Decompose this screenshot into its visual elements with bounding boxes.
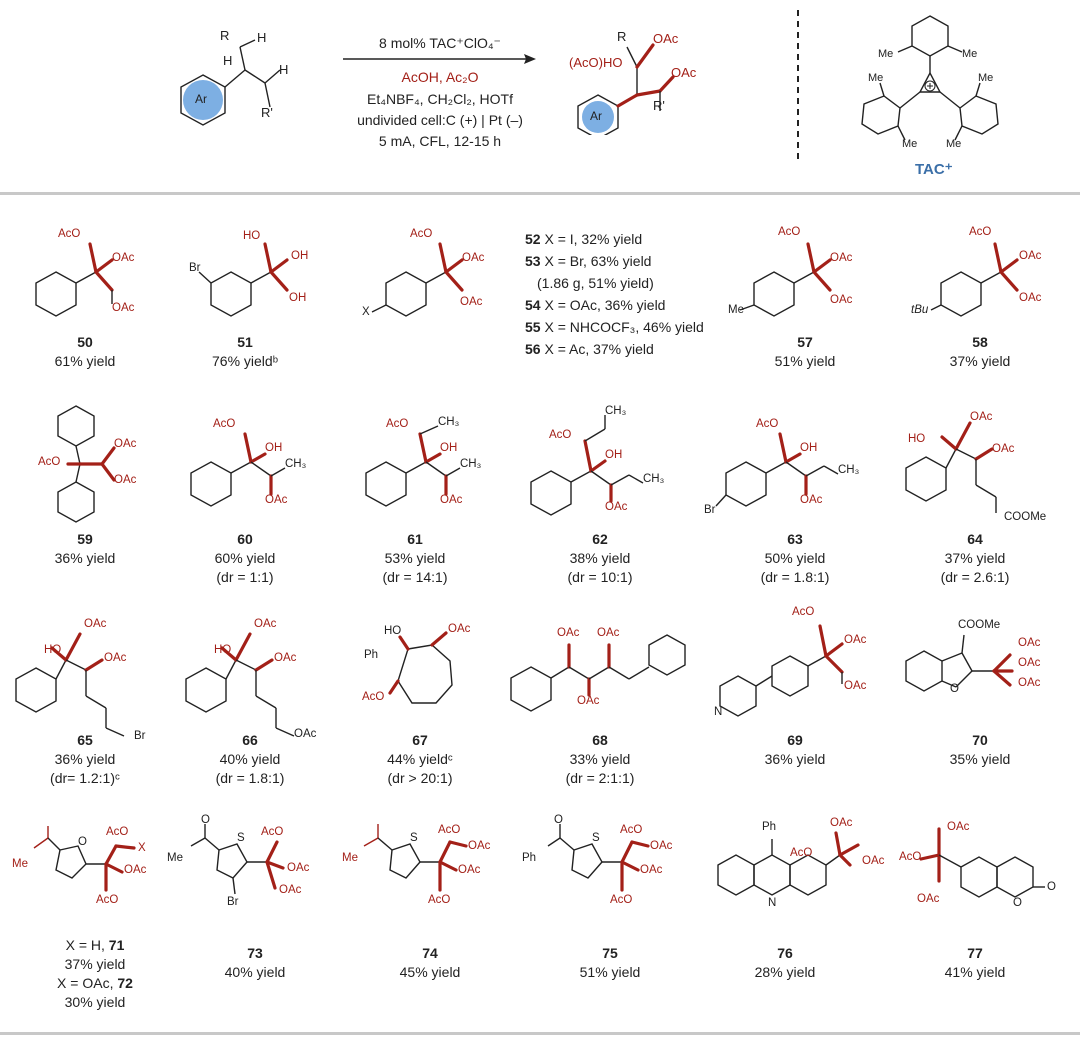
scheme-divider [797, 10, 799, 160]
structure-68 [510, 634, 686, 712]
catalyst-label: TAC⁺ [915, 161, 953, 178]
condition-cell: undivided cell:C (+) | Pt (–) [357, 112, 523, 128]
structure-77 [919, 827, 1045, 898]
structure-62 [530, 415, 644, 516]
bottom-divider [0, 1032, 1080, 1035]
condition-catalyst: 8 mol% TAC⁺ClO₄⁻ [379, 35, 501, 51]
structure-73 [190, 824, 285, 895]
structure-70 [905, 634, 1014, 692]
structure-58 [930, 242, 1019, 317]
structure-71 [33, 826, 136, 892]
structure-65 [15, 632, 125, 737]
condition-current: 5 mA, CFL, 12-15 h [378, 133, 502, 149]
structure-63 [715, 432, 839, 507]
structure-74 [363, 824, 468, 892]
structure-66 [185, 632, 295, 737]
structure-51 [198, 242, 289, 317]
structure-67 [388, 631, 453, 704]
structure-50 [35, 242, 114, 317]
top-divider [0, 192, 1080, 195]
reaction-arrow [343, 54, 536, 64]
product-structure [577, 43, 675, 135]
structure-52 [371, 242, 464, 317]
structure-57 [739, 242, 832, 317]
compound-71-72: X = H, 71 37% yield X = OAc, 72 30% yiel… [57, 937, 133, 1010]
structure-75 [547, 824, 650, 892]
structure-61 [365, 425, 461, 507]
condition-reagents: AcOH, Ac₂O [401, 69, 479, 85]
structure-76 [717, 831, 860, 896]
catalyst-structure [861, 15, 999, 141]
structure-64 [905, 421, 997, 513]
structure-60 [190, 432, 286, 507]
series-52-56: 52 X = I, 32% yield 53 X = Br, 63% yield… [525, 231, 704, 357]
reactant-structure [180, 39, 281, 126]
structure-59 [57, 405, 116, 523]
structure-69 [719, 624, 844, 717]
condition-electrolyte: Et₄NBF₄, CH₂Cl₂, HOTf [367, 91, 513, 107]
